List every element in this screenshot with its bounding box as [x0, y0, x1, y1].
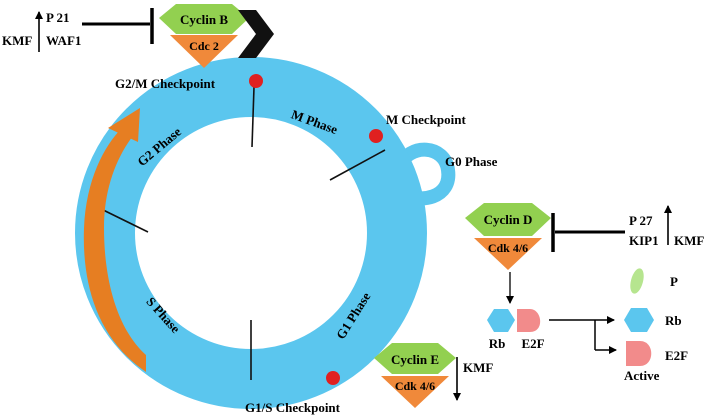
- cdk46-e-triangle: [381, 376, 449, 408]
- g0-phase-label: G0 Phase: [445, 154, 498, 169]
- p-leaf-icon: [630, 268, 644, 294]
- divider-g2-m: [251, 86, 255, 148]
- kmf-right-label: KMF: [674, 233, 704, 248]
- cdk46-d-triangle: [474, 238, 542, 270]
- cyclin-b-complex: Cyclin B Cdc 2: [159, 4, 249, 68]
- active-label: Active: [624, 368, 660, 383]
- kmf-top-label: KMF: [2, 33, 32, 48]
- divider-m-g1: [329, 149, 386, 181]
- p27-label: P 27: [629, 213, 653, 228]
- g2m-checkpoint-label: G2/M Checkpoint: [115, 76, 216, 91]
- cdk46-e-label: Cdk 4/6: [395, 379, 435, 393]
- cyclin-d-label: Cyclin D: [484, 212, 533, 227]
- orange-arrow-head: [108, 108, 140, 142]
- cyclin-d-complex: Cyclin D Cdk 4/6: [465, 203, 551, 270]
- rb-shape: [487, 309, 515, 332]
- cdc2-triangle: [170, 35, 238, 68]
- rb-label: Rb: [489, 336, 506, 351]
- cyclin-b-hexagon: [159, 4, 249, 34]
- waf1-label: WAF1: [46, 33, 81, 48]
- legend-rb-label: Rb: [665, 313, 682, 328]
- g1s-checkpoint-dot: [326, 371, 340, 385]
- m-checkpoint-label: M Checkpoint: [386, 112, 466, 127]
- orange-curved-arrow: [83, 120, 146, 372]
- g2m-checkpoint-dot: [249, 74, 263, 88]
- legend-p-label: P: [670, 274, 678, 289]
- cdc2-label: Cdc 2: [189, 39, 219, 53]
- e2f-shape: [517, 309, 541, 332]
- cyclin-e-label: Cyclin E: [391, 352, 439, 367]
- kmf-e-label: KMF: [463, 360, 493, 375]
- kip1-label: KIP1: [629, 233, 659, 248]
- g1s-checkpoint-label: G1/S Checkpoint: [245, 400, 341, 415]
- chevron-right-icon: [238, 10, 274, 58]
- cyclin-b-label: Cyclin B: [180, 12, 228, 27]
- cyclin-e-hexagon: [374, 343, 456, 374]
- cyclin-e-complex: Cyclin E Cdk 4/6: [374, 343, 456, 408]
- legend-e2f-label: E2F: [665, 348, 688, 363]
- m-checkpoint-dot: [369, 129, 383, 143]
- legend-e2f-shape: [626, 341, 652, 366]
- p21-label: P 21: [46, 10, 69, 25]
- legend-rb-shape: [624, 308, 654, 332]
- e2f-label: E2F: [521, 336, 544, 351]
- cdk46-d-label: Cdk 4/6: [488, 241, 528, 255]
- cyclin-d-hexagon: [465, 203, 551, 236]
